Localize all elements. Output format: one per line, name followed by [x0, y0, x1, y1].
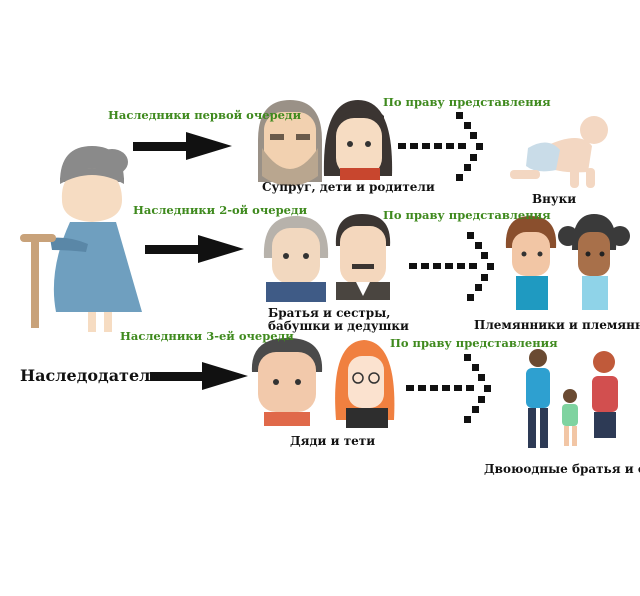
testator-label: Наследодатель: [20, 366, 162, 385]
grandfather-icon: [258, 100, 322, 186]
baby-crawling-icon: [510, 116, 608, 188]
grandmother-gray-icon: [263, 216, 329, 302]
arrow-icon: [145, 235, 244, 263]
tier-1-representation: По праву представления: [383, 95, 551, 109]
tier-1-heirs: Супруг, дети и родители: [262, 180, 435, 194]
walking-cane-icon: [20, 234, 56, 328]
dotted-arrow-icon: [398, 112, 483, 181]
man-icon: [251, 338, 323, 426]
tier-3-representation: По праву представления: [390, 336, 558, 350]
girl-icon: [558, 214, 630, 310]
woman-red-hair-icon: [335, 340, 395, 428]
arrow-icon: [150, 362, 248, 390]
tier-1-descendants: Внуки: [532, 192, 577, 206]
tier-2-heirs: Братья и сестры, бабушки и дедушки: [268, 306, 409, 333]
arrow-icon: [133, 132, 232, 160]
woman-dark-hair-icon: [323, 100, 393, 180]
dotted-arrow-icon: [406, 354, 491, 423]
tier-2-representation: По праву представления: [383, 208, 551, 222]
tier-3-heading: Наследники 3-ей очереди: [120, 329, 294, 343]
tier-3-descendants: Двоюодные братья и сестры: [484, 462, 640, 476]
boy-icon: [505, 216, 557, 310]
tier-2-heading: Наследники 2-ой очереди: [133, 203, 308, 217]
tier-3-heirs: Дяди и тети: [290, 434, 376, 448]
family-icon: [526, 349, 618, 448]
tier-2-descendants: Племянники и племянницы: [474, 318, 640, 332]
man-mustache-icon: [335, 214, 391, 300]
grandmother-icon: [50, 146, 142, 332]
dotted-arrow-icon: [409, 232, 494, 301]
tier-1-heading: Наследники первой очереди: [108, 108, 302, 122]
